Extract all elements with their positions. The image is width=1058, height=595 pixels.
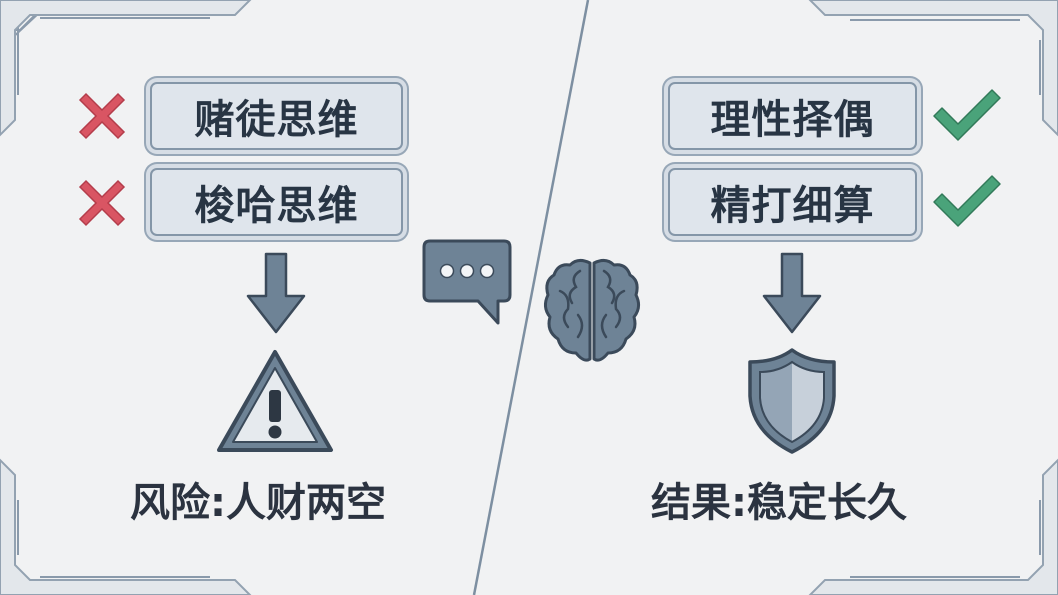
chat-bubble-icon [422,239,512,325]
check-icon [933,89,1001,141]
right-item-rational-mate-choice: 理性择偶 [668,82,917,150]
left-item-allin-thinking: 梭哈思维 [150,168,403,236]
center-divider [472,0,590,595]
left-result-text: 风险:人财两空 [130,480,386,526]
shield-icon [748,348,836,454]
check-icon [933,175,1001,227]
corner-bottom-left [0,458,252,595]
warning-triangle-icon [217,350,333,452]
cross-icon [78,179,126,227]
arrow-down-icon [762,252,822,334]
arrow-down-icon [246,252,306,334]
right-result-text: 结果:稳定长久 [651,480,907,526]
corner-top-right [808,0,1058,137]
corner-top-left [0,0,252,137]
corner-bottom-right [808,458,1058,595]
right-item-careful-budgeting: 精打细算 [668,168,917,236]
brain-icon [543,258,641,362]
left-item-gambler-thinking: 赌徒思维 [150,82,403,150]
cross-icon [78,92,126,140]
